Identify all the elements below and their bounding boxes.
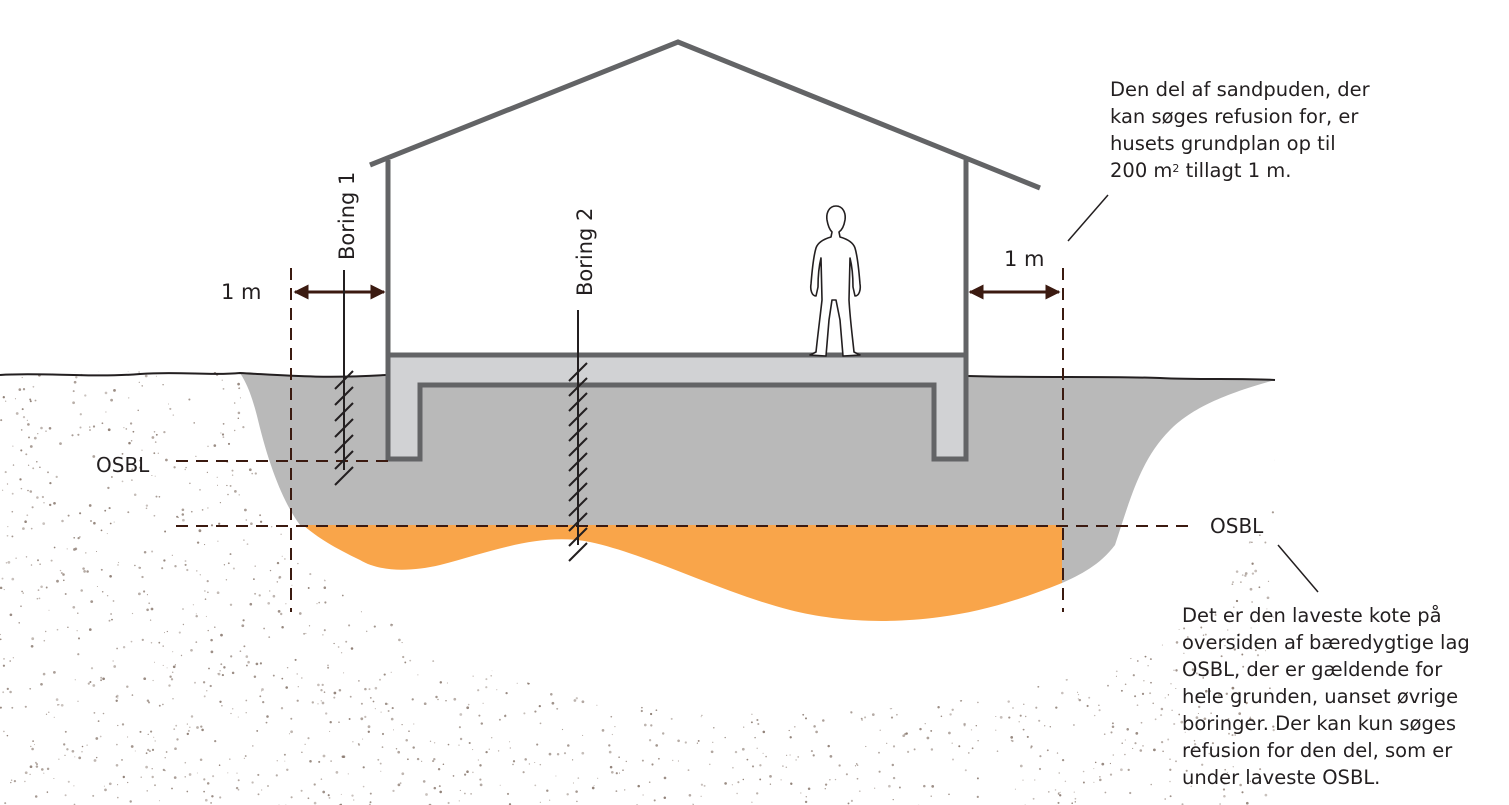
note-top-line-1: Den del af sandpuden, der — [1110, 78, 1370, 101]
osbl-label-right: OSBL — [1210, 514, 1264, 538]
boring-2 — [568, 310, 588, 562]
leader-top-note — [1067, 194, 1109, 242]
boring-1-label: Boring 1 — [335, 172, 359, 260]
boring-2-label: Boring 2 — [573, 208, 597, 296]
note-bottom-line-4: hele grunden, uanset øvrige — [1182, 685, 1459, 708]
sand-cushion — [240, 373, 1275, 583]
person-silhouette-icon — [809, 205, 862, 357]
note-bottom-line-2: oversiden af bæredygtige lag — [1182, 631, 1470, 654]
note-bottom-line-5: boringer. Der kan kun søges — [1182, 712, 1457, 735]
note-top-line-4: 200 m2 tillagt 1 m. — [1110, 159, 1292, 182]
dimension-label-right: 1 m — [1004, 247, 1045, 271]
note-top-line-2: kan søges refusion for, er — [1110, 105, 1359, 128]
annotation-leaders — [1067, 194, 1319, 593]
note-bottom-line-3: OSBL, der er gældende for — [1182, 658, 1443, 681]
dimension-reference-lines — [176, 268, 1196, 612]
boring-1-hatching — [334, 370, 354, 486]
ground-surface-line-right — [967, 375, 1276, 381]
leader-bottom-note — [1277, 544, 1319, 593]
house — [369, 39, 1041, 358]
house-roof — [369, 39, 1041, 191]
note-bottom-line-7: under laveste OSBL. — [1182, 766, 1381, 789]
dimension-label-left: 1 m — [221, 280, 262, 304]
ground-surface-line — [0, 371, 387, 378]
note-refusion-area: Den del af sandpuden, der kan søges refu… — [1110, 76, 1370, 184]
note-bottom-line-6: refusion for den del, som er — [1182, 739, 1453, 762]
boring-1 — [334, 270, 354, 486]
note-osbl-explanation: Det er den laveste kote på oversiden af … — [1182, 602, 1470, 791]
boring-2-hatching — [568, 362, 588, 562]
note-bottom-line-1: Det er den laveste kote på — [1182, 604, 1442, 627]
osbl-label-left: OSBL — [96, 453, 150, 477]
foundation-slab — [385, 352, 969, 462]
note-top-line-3: husets grundplan op til — [1110, 132, 1336, 155]
refusion-area-below-osbl — [303, 525, 1062, 621]
